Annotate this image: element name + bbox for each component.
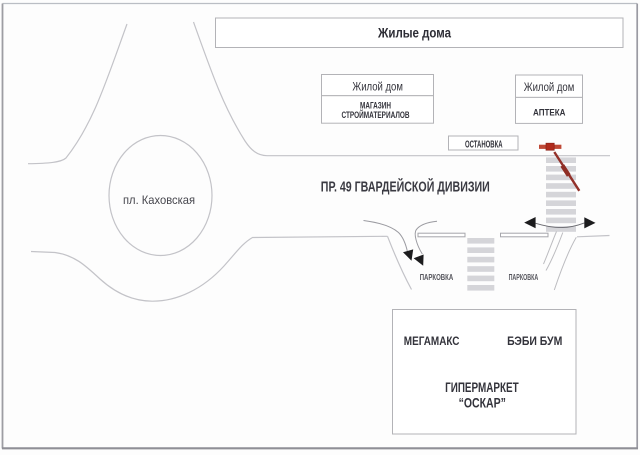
svg-text:пл. Каховская: пл. Каховская [123,193,195,207]
svg-text:БЭБИ БУМ: БЭБИ БУМ [507,334,562,348]
svg-text:“ОСКАР”: “ОСКАР” [459,396,506,411]
svg-text:СТРОЙМАТЕРИАЛОВ: СТРОЙМАТЕРИАЛОВ [342,109,410,120]
svg-text:МЕГАМАКС: МЕГАМАКС [404,334,460,348]
svg-text:МАГАЗИН: МАГАЗИН [360,101,391,111]
svg-text:ПАРКОВКА: ПАРКОВКА [509,273,539,282]
svg-text:АПТЕКА: АПТЕКА [533,108,566,119]
svg-text:ОСТАНОВКА: ОСТАНОВКА [465,139,503,150]
svg-text:Жилой дом: Жилой дом [524,80,575,94]
svg-text:ПАРКОВКА: ПАРКОВКА [420,273,454,282]
svg-text:ГИПЕРМАРКЕТ: ГИПЕРМАРКЕТ [445,380,519,395]
svg-text:ПР. 49 ГВАРДЕЙСКОЙ ДИВИЗИИ: ПР. 49 ГВАРДЕЙСКОЙ ДИВИЗИИ [321,178,490,196]
svg-text:Жилой дом: Жилой дом [352,80,403,94]
svg-text:Жилые дома: Жилые дома [377,25,451,41]
